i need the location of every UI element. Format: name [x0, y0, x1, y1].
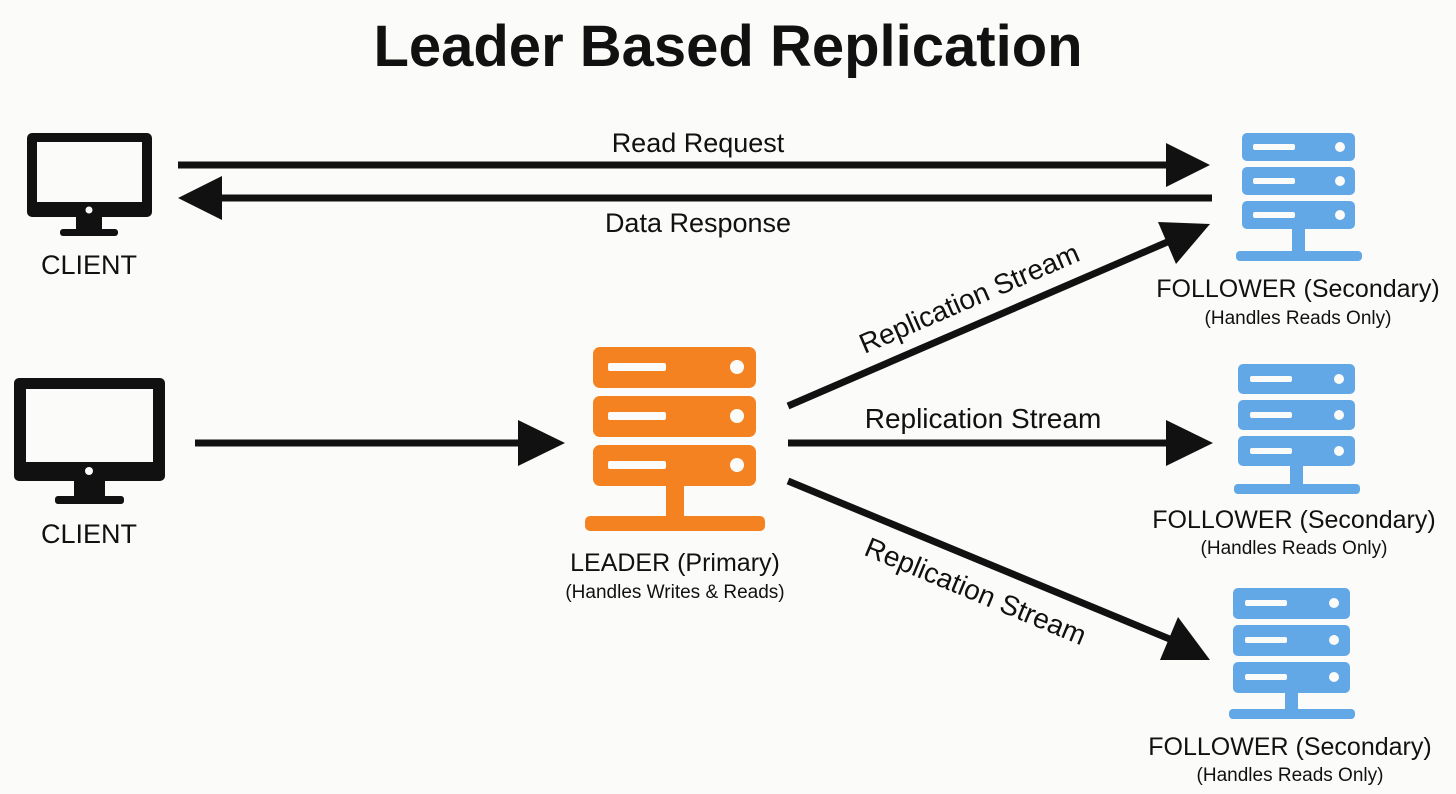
replication-label-middle: Replication Stream	[865, 403, 1102, 434]
server-icon	[1234, 364, 1360, 494]
follower-sublabel: (Handles Reads Only)	[1205, 308, 1392, 329]
client-label: CLIENT	[41, 250, 137, 280]
data-response-label: Data Response	[605, 208, 791, 238]
follower-label: FOLLOWER (Secondary)	[1152, 506, 1435, 534]
diagram-title: Leader Based Replication	[373, 14, 1082, 79]
write-request-arrow	[195, 420, 565, 466]
leader-label: LEADER (Primary)	[570, 549, 780, 577]
data-response-arrow	[178, 176, 1212, 220]
leader-sublabel: (Handles Writes & Reads)	[565, 582, 784, 603]
server-icon	[1229, 588, 1355, 719]
follower-server-bottom: FOLLOWER (Secondary) (Handles Reads Only…	[1148, 588, 1432, 786]
follower-sublabel: (Handles Reads Only)	[1201, 538, 1388, 559]
follower-label: FOLLOWER (Secondary)	[1156, 275, 1439, 303]
monitor-icon	[27, 133, 152, 236]
replication-arrow-top	[786, 222, 1210, 410]
leader-server: LEADER (Primary) (Handles Writes & Reads…	[565, 347, 785, 603]
read-request-arrow	[178, 143, 1210, 187]
follower-label: FOLLOWER (Secondary)	[1148, 733, 1431, 761]
monitor-icon	[14, 378, 165, 504]
replication-arrow-bottom	[786, 477, 1210, 660]
replication-label-top: Replication Stream	[855, 237, 1084, 359]
client-bottom: CLIENT	[14, 378, 165, 549]
client-label: CLIENT	[41, 519, 137, 549]
follower-server-top: FOLLOWER (Secondary) (Handles Reads Only…	[1156, 133, 1440, 329]
replication-arrow-middle	[788, 420, 1213, 466]
read-request-label: Read Request	[612, 128, 785, 158]
follower-sublabel: (Handles Reads Only)	[1197, 765, 1384, 786]
client-top: CLIENT	[27, 133, 152, 280]
server-icon	[585, 347, 765, 531]
server-icon	[1236, 133, 1362, 261]
follower-server-middle: FOLLOWER (Secondary) (Handles Reads Only…	[1152, 364, 1436, 559]
